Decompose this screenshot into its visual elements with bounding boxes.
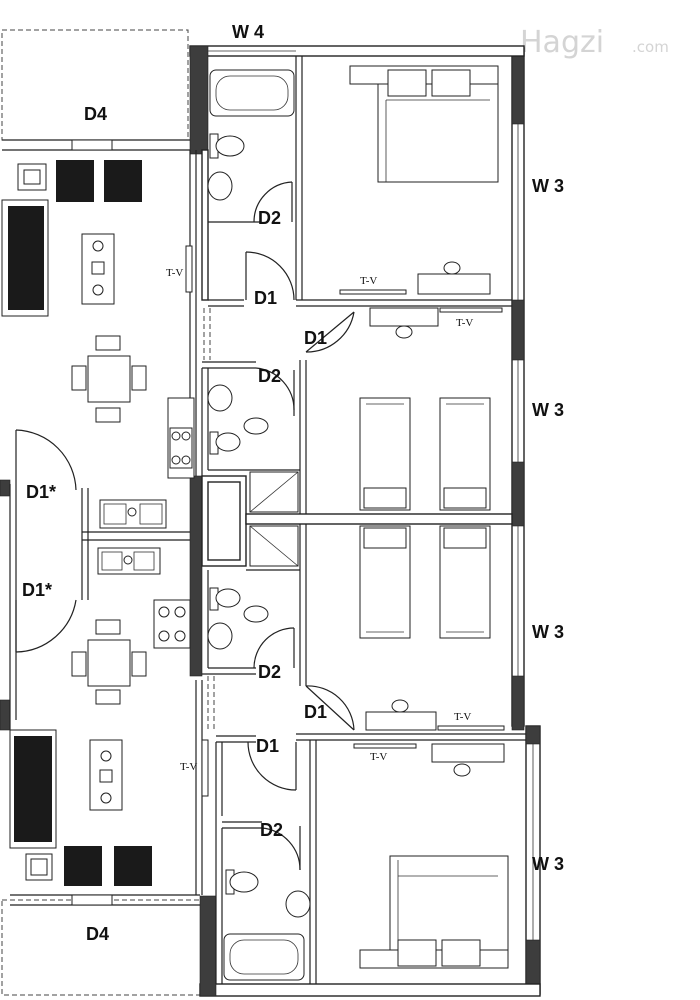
kitchen-appliance-upper bbox=[17, 160, 142, 202]
label-door-d1-3: D1 bbox=[304, 702, 327, 722]
watermark-brand: Hagzi bbox=[520, 25, 604, 60]
label-tv-living-upper: T-V bbox=[166, 267, 183, 279]
label-window-w3-4: W 3 bbox=[532, 854, 564, 874]
sink-lower bbox=[285, 890, 311, 918]
label-window-w3-2: W 3 bbox=[532, 400, 564, 420]
door-d2-room3 bbox=[253, 627, 295, 669]
door-d1-upper-bath bbox=[245, 251, 295, 301]
label-door-d4-bottom: D4 bbox=[86, 924, 109, 944]
toilet-room3 bbox=[209, 587, 269, 623]
dining-table-upper bbox=[71, 335, 147, 423]
kitchen-sink-lower bbox=[97, 547, 161, 575]
label-tv-room1: T-V bbox=[360, 275, 377, 287]
label-door-d1star-1: D1* bbox=[26, 482, 56, 502]
label-tv-room3: T-V bbox=[454, 711, 471, 723]
stove-lower bbox=[153, 599, 191, 649]
partition-wall-mid bbox=[245, 513, 513, 525]
tv-unit-lower bbox=[89, 739, 123, 811]
bathtub-lower bbox=[223, 933, 305, 981]
label-door-d2-2: D2 bbox=[258, 366, 281, 386]
door-d1-lower-bath bbox=[247, 741, 297, 791]
toilet-upper bbox=[209, 133, 245, 159]
bathtub-upper bbox=[209, 69, 295, 117]
tv-unit-upper bbox=[81, 233, 115, 305]
shower-room2 bbox=[249, 471, 299, 513]
dining-table-lower bbox=[71, 619, 147, 705]
sofa-lower bbox=[9, 729, 57, 849]
desk-room3 bbox=[365, 699, 505, 731]
shower-room3 bbox=[249, 525, 299, 567]
tv-wall-lower-living bbox=[201, 739, 209, 797]
sink-upper bbox=[207, 171, 233, 201]
label-door-d2-1: D2 bbox=[258, 208, 281, 228]
toilet-room2 bbox=[209, 417, 269, 455]
kitchen-appliance-lower bbox=[25, 846, 152, 886]
stove-upper bbox=[167, 397, 195, 479]
label-door-d1star-2: D1* bbox=[22, 580, 52, 600]
shaft-wall bbox=[189, 475, 203, 677]
door-d1star-upper bbox=[15, 429, 77, 491]
label-door-d1-2: D1 bbox=[304, 328, 327, 348]
twin-beds-room3 bbox=[359, 525, 491, 639]
label-tv-room4: T-V bbox=[370, 751, 387, 763]
tv-desk-room1 bbox=[339, 261, 491, 295]
double-bed-top bbox=[349, 65, 499, 183]
label-door-d1-1: D1 bbox=[254, 288, 277, 308]
label-window-w3-3: W 3 bbox=[532, 622, 564, 642]
balcony-door-top bbox=[71, 139, 113, 151]
desk-room2-top bbox=[369, 307, 503, 339]
label-tv-living-lower: T-V bbox=[180, 761, 197, 773]
sofa-upper bbox=[1, 199, 49, 317]
label-window-w4: W 4 bbox=[232, 22, 264, 42]
sink-room3 bbox=[207, 622, 233, 650]
label-door-d2-4: D2 bbox=[260, 820, 283, 840]
door-d2-lower bbox=[261, 826, 301, 871]
kitchen-sink-upper bbox=[99, 499, 167, 529]
south-wall bbox=[199, 983, 541, 997]
label-door-d4-top: D4 bbox=[84, 104, 107, 124]
label-door-d2-3: D2 bbox=[258, 662, 281, 682]
door-d2-room2 bbox=[255, 367, 295, 416]
label-window-w3-1: W 3 bbox=[532, 176, 564, 196]
label-door-d1-4: D1 bbox=[256, 736, 279, 756]
door-d1star-lower bbox=[15, 599, 77, 653]
balcony-door-bottom bbox=[71, 894, 113, 906]
sink-room2 bbox=[207, 384, 233, 412]
tv-desk-room4 bbox=[353, 743, 505, 777]
watermark-suffix: .com bbox=[632, 38, 669, 56]
tv-wall-upper-living bbox=[185, 245, 193, 293]
door-d2-upper bbox=[253, 181, 293, 223]
door-d1-room1 bbox=[305, 311, 355, 353]
balcony-bottom bbox=[1, 899, 203, 996]
toilet-lower bbox=[225, 869, 259, 895]
twin-beds-room2 bbox=[359, 397, 491, 511]
label-tv-room2: T-V bbox=[456, 317, 473, 329]
door-d1-room3 bbox=[305, 685, 355, 731]
double-bed-bottom bbox=[359, 855, 509, 969]
